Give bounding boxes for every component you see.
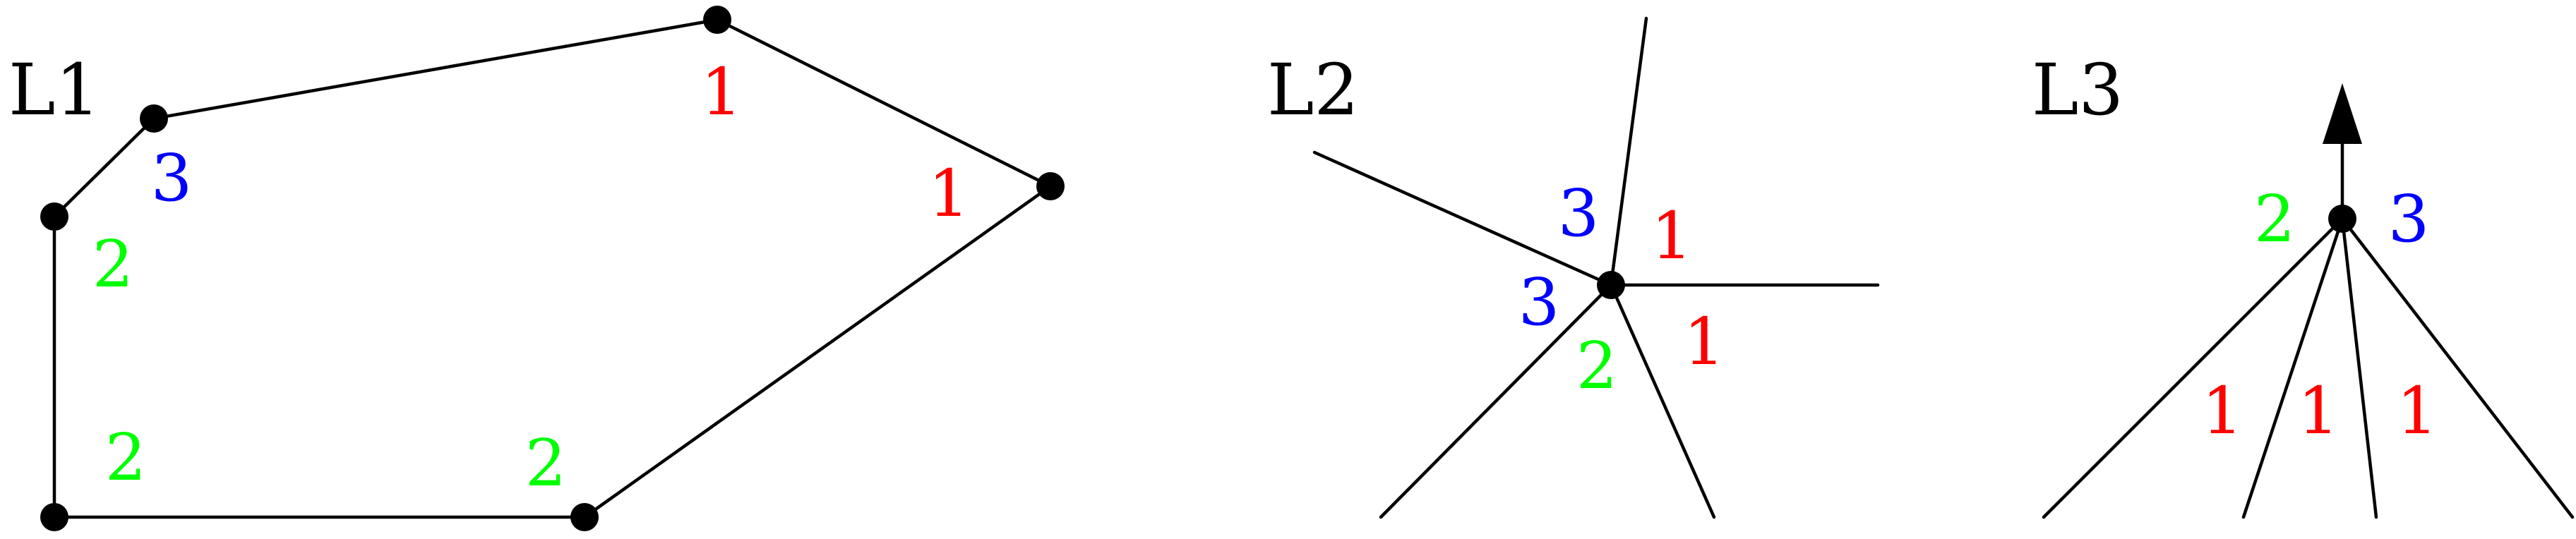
l1-vertex-left (40, 202, 68, 231)
panel-l1-title: L1 (8, 49, 100, 131)
l2-weight-right: 1 (1684, 304, 1725, 380)
l1-weight-bottom-left: 2 (105, 420, 147, 495)
l3-weight-right-of-vertex: 3 (2388, 181, 2430, 257)
l2-ray-down (1609, 283, 1716, 519)
panel-l3: L3 2 3 1 1 1 (2032, 49, 2575, 519)
l1-vertex-upper-left (140, 104, 168, 133)
l3-weight-sector-middle: 1 (2298, 373, 2340, 449)
l1-vertex-right (1036, 172, 1065, 200)
l2-weight-bottom: 2 (1576, 328, 1618, 404)
l1-weight-right-edge: 1 (928, 156, 970, 231)
l3-ray-mid-right (2340, 217, 2378, 519)
l3-ray-far-right (2340, 217, 2575, 519)
l1-weight-upper-left-edge: 3 (151, 140, 193, 216)
l2-weight-upper-right: 1 (1651, 198, 1693, 274)
l2-weight-upper-left: 3 (1558, 176, 1600, 251)
l2-vertex-center (1597, 271, 1625, 299)
l2-ray-up (1609, 16, 1648, 287)
l1-edge-upper-right (715, 18, 1053, 188)
l1-edge-lower-right (582, 184, 1053, 519)
l1-edge-upper-left (52, 116, 156, 219)
l1-weight-left-edge: 2 (92, 226, 134, 302)
l1-weight-top-edge: 1 (701, 54, 743, 130)
l1-vertex-bottom-left (40, 503, 68, 531)
panel-l2: L2 3 1 3 1 2 (1267, 16, 1880, 519)
panel-l1: L1 1 1 3 2 2 2 (8, 6, 1065, 531)
l3-weight-sector-right: 1 (2397, 373, 2438, 449)
l1-weight-bottom-right: 2 (525, 425, 567, 501)
l1-edge-top (152, 18, 719, 121)
l2-weight-left: 3 (1518, 265, 1560, 340)
l3-ray-far-left (2042, 217, 2344, 519)
panel-l3-title: L3 (2032, 49, 2123, 131)
l1-vertex-bottom-right (570, 503, 599, 531)
l3-arrowhead-icon (2323, 83, 2362, 144)
panel-l2-title: L2 (1267, 49, 1359, 131)
l3-weight-left-of-vertex: 2 (2254, 181, 2296, 257)
l3-ray-mid-left (2241, 217, 2344, 519)
l2-ray-upper-left (1312, 150, 1613, 287)
l1-vertex-top (703, 6, 731, 34)
l2-ray-lower-left (1379, 283, 1613, 519)
l3-vertex-center (2328, 205, 2356, 233)
l3-weight-sector-left: 1 (2202, 373, 2243, 449)
